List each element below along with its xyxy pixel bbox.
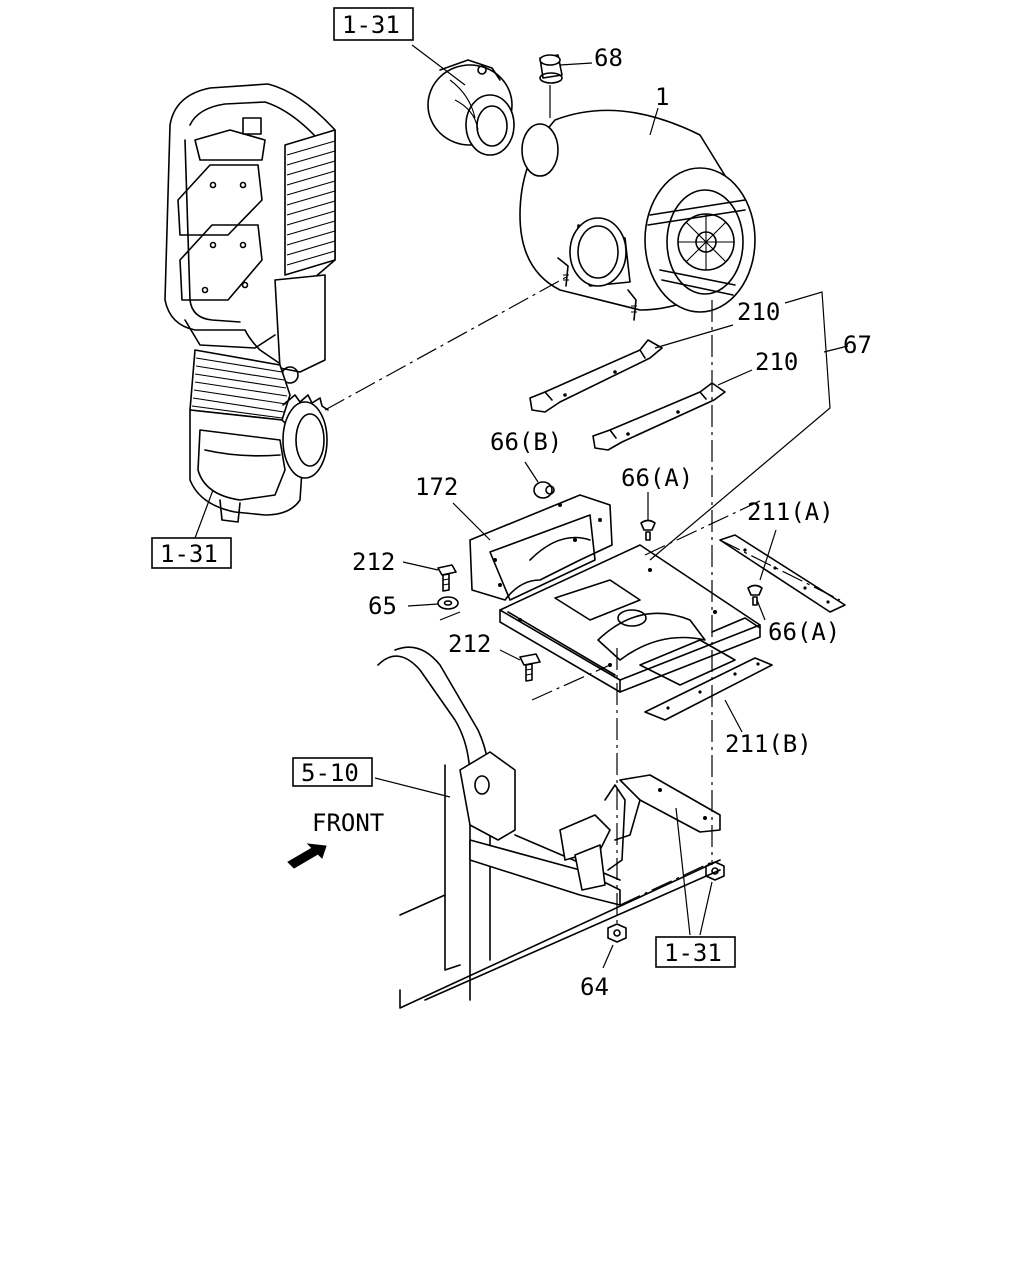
strip-211a bbox=[719, 534, 846, 613]
center-lines bbox=[324, 274, 841, 925]
label-68: 68 bbox=[594, 44, 623, 72]
ref-box-frame-label: 5-10 bbox=[301, 759, 359, 787]
label-210-lower: 210 bbox=[755, 348, 798, 376]
indicator-68 bbox=[539, 54, 563, 118]
chassis-frame bbox=[377, 646, 721, 1009]
ref-box-frame[interactable]: 5-10 bbox=[292, 757, 373, 787]
bolt-212-bottom bbox=[519, 653, 541, 682]
front-label: FRONT bbox=[312, 809, 384, 837]
label-66b: 66(B) bbox=[490, 428, 562, 456]
label-212-bottom: 212 bbox=[448, 630, 491, 658]
label-211a: 211(A) bbox=[747, 498, 834, 526]
label-66a-top: 66(A) bbox=[621, 464, 693, 492]
ref-box-bottom[interactable]: 1-31 bbox=[655, 936, 736, 968]
ref-box-left-label: 1-31 bbox=[160, 540, 218, 568]
label-1: 1 bbox=[655, 83, 669, 111]
bracket-210-upper bbox=[529, 339, 663, 413]
strip-211b bbox=[644, 657, 773, 721]
label-65: 65 bbox=[368, 592, 397, 620]
washer-65 bbox=[437, 596, 459, 610]
label-212-top: 212 bbox=[352, 548, 395, 576]
bracket-210-lower bbox=[592, 382, 726, 451]
leader-lines bbox=[194, 44, 849, 969]
label-211b: 211(B) bbox=[725, 730, 812, 758]
air-cleaner bbox=[519, 109, 756, 321]
bolt-66a-right bbox=[747, 584, 763, 606]
ref-box-left[interactable]: 1-31 bbox=[151, 537, 232, 569]
bolt-66b bbox=[533, 481, 555, 499]
label-67: 67 bbox=[843, 331, 872, 359]
ref-box-top[interactable]: 1-31 bbox=[333, 7, 414, 41]
ref-box-top-label: 1-31 bbox=[342, 11, 400, 39]
bolt-212-top bbox=[437, 564, 457, 592]
label-66a-right: 66(A) bbox=[768, 618, 840, 646]
label-172: 172 bbox=[415, 473, 458, 501]
label-64: 64 bbox=[580, 973, 609, 1001]
intake-duct-assembly bbox=[164, 83, 336, 523]
bolt-66a-top bbox=[640, 519, 656, 541]
mounting-plate-172 bbox=[469, 494, 761, 693]
front-arrow-icon bbox=[287, 843, 327, 869]
nut-64 bbox=[607, 923, 627, 943]
ref-box-bottom-label: 1-31 bbox=[664, 939, 722, 967]
hose-connector bbox=[427, 59, 515, 156]
label-210-upper: 210 bbox=[737, 298, 780, 326]
